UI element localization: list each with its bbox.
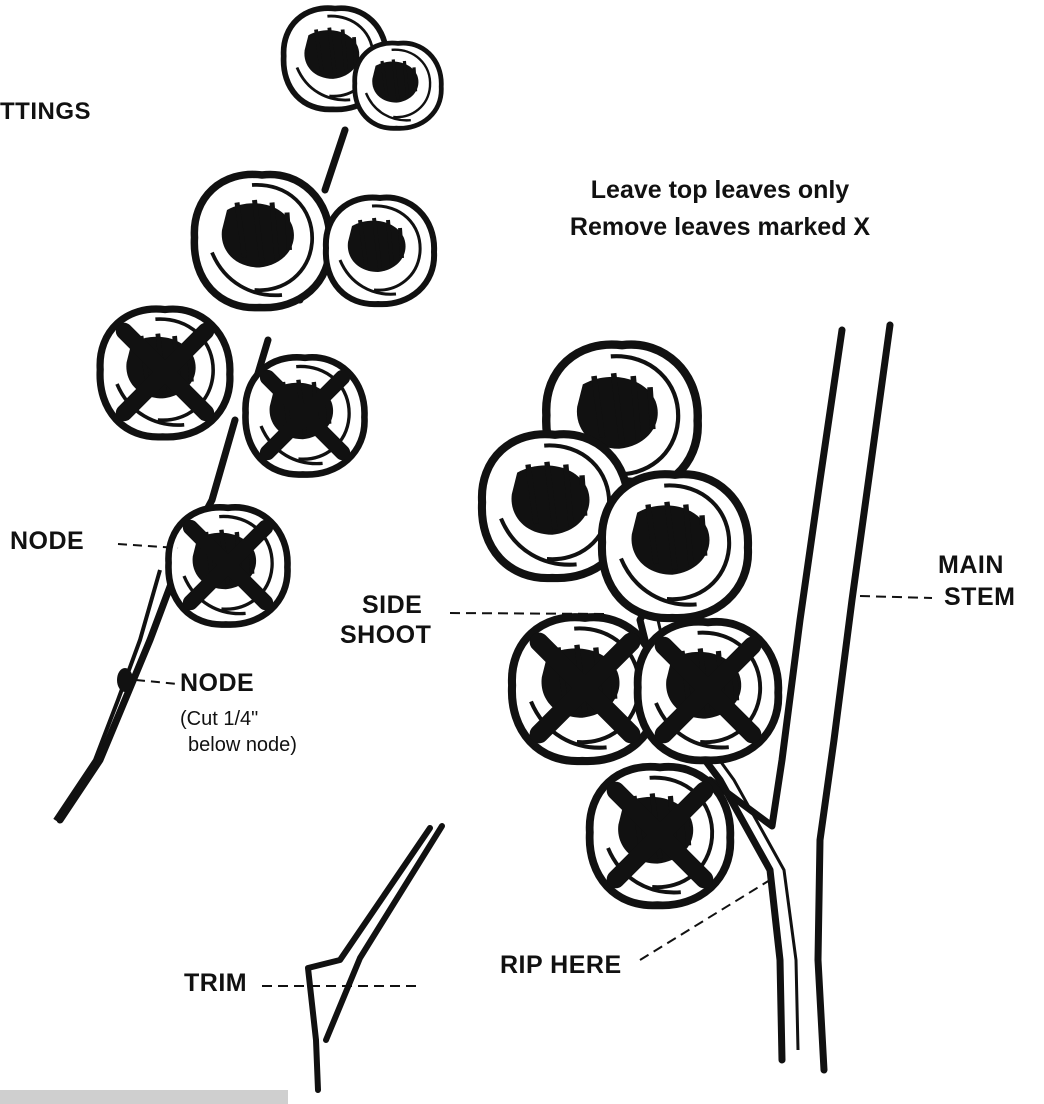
main-stem-label-line-2: STEM: [944, 584, 1015, 611]
trim-stem: [308, 826, 442, 1090]
side-shoot-label-line-1: SIDE: [362, 592, 422, 619]
right-leaf-marked-right: [638, 622, 779, 761]
instruction-line-2: Remove leaves marked X: [470, 209, 970, 246]
leaf-lower-marked: [168, 507, 287, 624]
left-cutting: [55, 8, 441, 820]
trim-label: TRIM: [184, 970, 247, 997]
node-marker: [117, 668, 133, 692]
edge-strip: [0, 1090, 288, 1104]
right-leaf-bottom-marked: [590, 767, 731, 906]
leaf-marked-right: [245, 357, 364, 474]
leaf-top-right: [355, 43, 442, 128]
right-leaf-mid-right: [602, 474, 748, 618]
node-label-upper: NODE: [10, 528, 84, 555]
leaf-upper-left: [194, 174, 329, 307]
leader-node-lower: [136, 680, 178, 684]
leaf-upper-right: [326, 198, 434, 305]
side-shoot-label-line-2: SHOOT: [340, 622, 431, 649]
trim-detail: [262, 826, 442, 1090]
node-note-line-1: (Cut 1/4": [180, 707, 258, 731]
node-note-line-2: below node): [188, 733, 297, 757]
instructions: Leave top leaves only Remove leaves mark…: [470, 172, 970, 246]
node-label-lower: NODE: [180, 670, 254, 697]
instruction-line-1: Leave top leaves only: [470, 172, 970, 209]
leader-main-stem: [860, 596, 932, 598]
main-stem-label-line-1: MAIN: [938, 552, 1004, 579]
leaf-marked-left: [100, 309, 230, 437]
cuttings-title-partial: TTINGS: [0, 98, 91, 125]
leader-side-shoot: [450, 613, 610, 614]
rip-here-label: RIP HERE: [500, 952, 622, 979]
